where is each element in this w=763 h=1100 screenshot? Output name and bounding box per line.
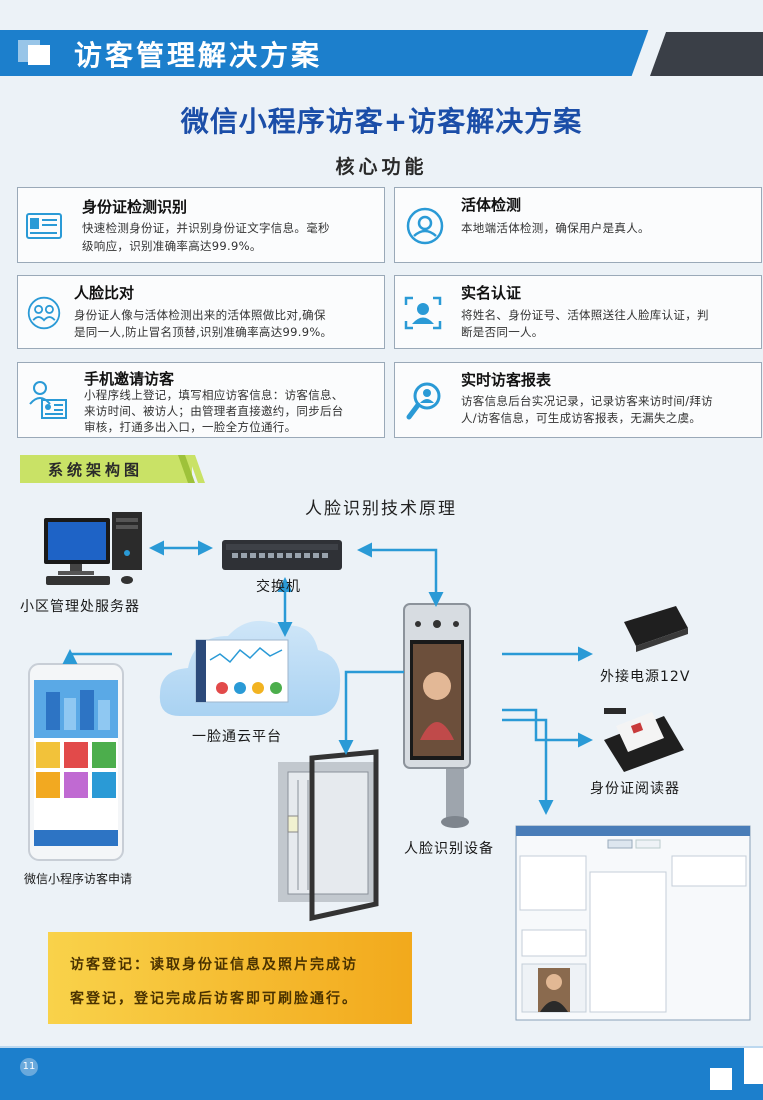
- section-tag-stripes: [178, 455, 205, 483]
- feature-card-realtime-report: 实时访客报表 访客信息后台实况记录，记录访客来访时间/拜访 人/访客信息，可生成…: [394, 362, 762, 438]
- label-mini-app: 微信小程序访客申请: [24, 872, 133, 886]
- feature-desc-line: 人/访客信息，可生成访客报表，无漏失之虞。: [461, 411, 702, 425]
- feature-desc-line: 小程序线上登记，填写相应访客信息：访客信息、: [84, 388, 344, 402]
- feature-card-liveness: 活体检测 本地端活体检测，确保用户是真人。: [394, 187, 762, 263]
- visitor-software-window: [515, 825, 751, 1021]
- footer-square-icon: [744, 1048, 763, 1084]
- label-cloud: 一脸通云平台: [192, 729, 282, 745]
- feature-title: 实时访客报表: [461, 371, 552, 389]
- note-line: 访客登记：读取身份证信息及照片完成访: [70, 957, 358, 973]
- label-switch: 交换机: [256, 579, 301, 595]
- mobile-phone-icon: [28, 663, 124, 861]
- header-dark-band: [650, 32, 763, 76]
- feature-desc-line: 本地端活体检测，确保用户是真人。: [461, 221, 650, 235]
- feature-desc-line: 审核，打通多出入口，一脸全方位通行。: [84, 420, 297, 434]
- header-title: 访客管理解决方案: [74, 39, 323, 72]
- footer-band: [0, 1048, 763, 1100]
- label-power: 外接电源12V: [600, 669, 691, 685]
- server-computer-icon: [44, 512, 142, 585]
- section-tag-bg: [20, 455, 192, 483]
- invite-icon: [29, 381, 67, 419]
- label-server: 小区管理处服务器: [20, 599, 140, 615]
- access-door-icon: [278, 749, 379, 922]
- face-scan-icon: [406, 207, 444, 245]
- label-face-device: 人脸识别设备: [404, 841, 494, 857]
- feature-desc-line: 身份证人像与活体检测出来的活体照做比对,确保: [74, 308, 326, 322]
- feature-title: 人脸比对: [74, 284, 135, 302]
- feature-title: 活体检测: [461, 196, 522, 214]
- power-adapter-icon: [624, 606, 688, 652]
- page-number: 11: [20, 1058, 38, 1076]
- cloud-platform-icon: [159, 620, 341, 716]
- feature-card-mobile-invite: 手机邀请访客 小程序线上登记，填写相应访客信息：访客信息、 来访时间、被访人；由…: [17, 362, 385, 438]
- feature-desc-line: 断是否同一人。: [461, 325, 544, 339]
- feature-desc-line: 快速检测身份证，并识别身份证文字信息。毫秒: [82, 221, 330, 235]
- visitor-registration-note: [48, 932, 412, 1024]
- feature-card-id-detection: 身份证检测识别 快速检测身份证，并识别身份证文字信息。毫秒 级响应，识别准确率高…: [17, 187, 385, 263]
- search-person-icon: [406, 382, 441, 420]
- feature-desc-line: 级响应，识别准确率高达99.9%。: [82, 239, 262, 253]
- person-frame-icon: [404, 296, 442, 330]
- footer-square-icon: [710, 1068, 732, 1090]
- flow-arrows: [62, 540, 593, 815]
- feature-title: 手机邀请访客: [84, 370, 175, 388]
- feature-card-face-compare: 人脸比对 身份证人像与活体检测出来的活体照做比对,确保 是同一人,防止冒名顶替,…: [17, 275, 385, 349]
- id-card-reader-icon: [604, 708, 684, 772]
- id-card-icon: [26, 213, 62, 239]
- feature-card-realname: 实名认证 将姓名、身份证号、活体照送往人脸库认证，判 断是否同一人。: [394, 275, 762, 349]
- feature-title: 实名认证: [461, 284, 522, 302]
- main-title: 微信小程序访客+访客解决方案: [180, 105, 583, 138]
- section-tag-label: 系统架构图: [48, 461, 144, 479]
- diagram-title: 人脸识别技术原理: [305, 499, 457, 519]
- network-switch-icon: [222, 540, 342, 570]
- feature-desc-line: 将姓名、身份证号、活体照送往人脸库认证，判: [461, 308, 709, 322]
- feature-title: 身份证检测识别: [82, 198, 188, 216]
- feature-desc-line: 访客信息后台实况记录，记录访客来访时间/拜访: [461, 394, 713, 408]
- header-logo-icon: [18, 40, 52, 66]
- core-functions-title: 核心功能: [335, 156, 428, 178]
- face-recognition-device-icon: [403, 603, 471, 828]
- feature-desc-line: 是同一人,防止冒名顶替,识别准确率高达99.9%。: [74, 325, 333, 339]
- header-band: [0, 30, 660, 76]
- note-line: 客登记，登记完成后访客即可刷脸通行。: [70, 991, 358, 1007]
- feature-desc-line: 来访时间、被访人；由管理者直接邀约，同步后台: [84, 404, 344, 418]
- label-id-reader: 身份证阅读器: [590, 781, 680, 797]
- face-compare-icon: [27, 296, 61, 330]
